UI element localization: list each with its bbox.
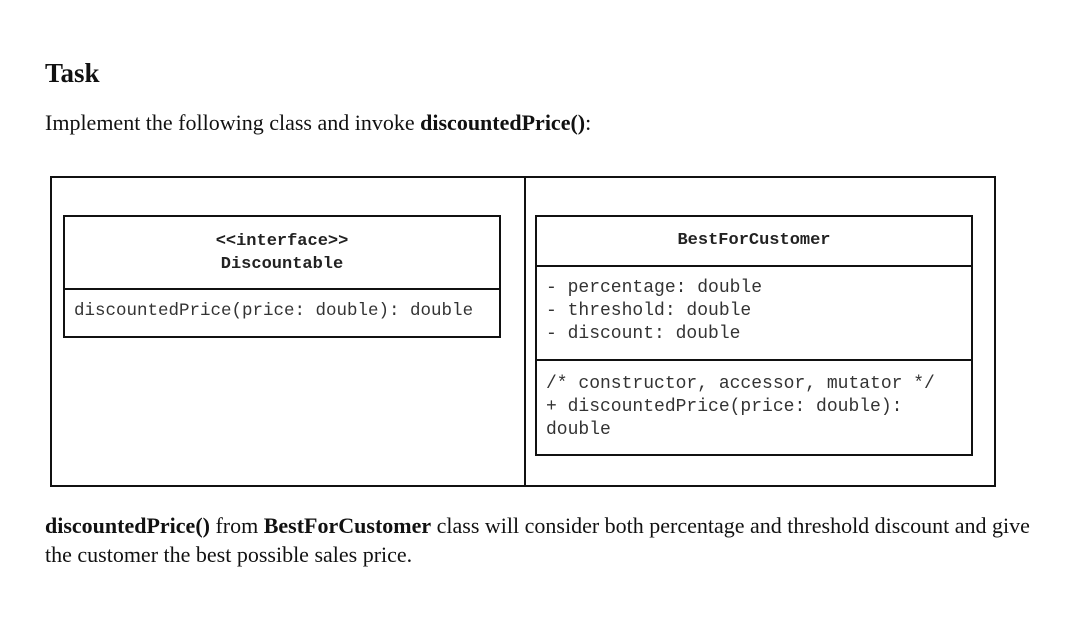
- interface-method: discountedPrice(price: double): double: [74, 301, 474, 321]
- class-name: BestForCustomer: [677, 231, 831, 250]
- class-header: BestForCustomer: [537, 217, 971, 265]
- footer-rest: class will consider both percentage and …: [45, 513, 1030, 567]
- task-intro: Implement the following class and invoke…: [45, 110, 591, 136]
- class-method-return: double: [546, 420, 611, 440]
- class-method: + discountedPrice(price: double):: [546, 397, 903, 417]
- footer-from: from: [209, 513, 264, 538]
- footer-class-name: BestForCustomer: [263, 513, 432, 538]
- class-attributes: - percentage: double - threshold: double…: [537, 265, 971, 359]
- class-attribute: - percentage: double: [546, 278, 763, 298]
- intro-text: Implement the following class and invoke: [45, 110, 421, 135]
- class-methods: /* constructor, accessor, mutator */ + d…: [537, 359, 971, 442]
- intro-end: :: [585, 110, 592, 135]
- class-attribute: - discount: double: [546, 324, 741, 344]
- interface-name: Discountable: [220, 255, 344, 274]
- class-method-comment: /* constructor, accessor, mutator */: [546, 374, 935, 394]
- class-attribute: - threshold: double: [546, 301, 752, 321]
- intro-method: discountedPrice(): [420, 110, 586, 135]
- interface-stereotype: <<interface>>: [215, 232, 349, 251]
- class-box: BestForCustomer - percentage: double - t…: [535, 215, 973, 456]
- table-column-divider: [524, 178, 526, 485]
- task-heading: Task: [45, 58, 100, 88]
- interface-box: <<interface>> Discountable discountedPri…: [63, 215, 501, 338]
- footer-method: discountedPrice(): [45, 513, 210, 538]
- interface-methods: discountedPrice(price: double): double: [65, 288, 499, 323]
- interface-header: <<interface>> Discountable: [65, 217, 499, 288]
- uml-diagram-table: <<interface>> Discountable discountedPri…: [50, 176, 996, 487]
- task-description: discountedPrice() from BestForCustomer c…: [45, 511, 1045, 569]
